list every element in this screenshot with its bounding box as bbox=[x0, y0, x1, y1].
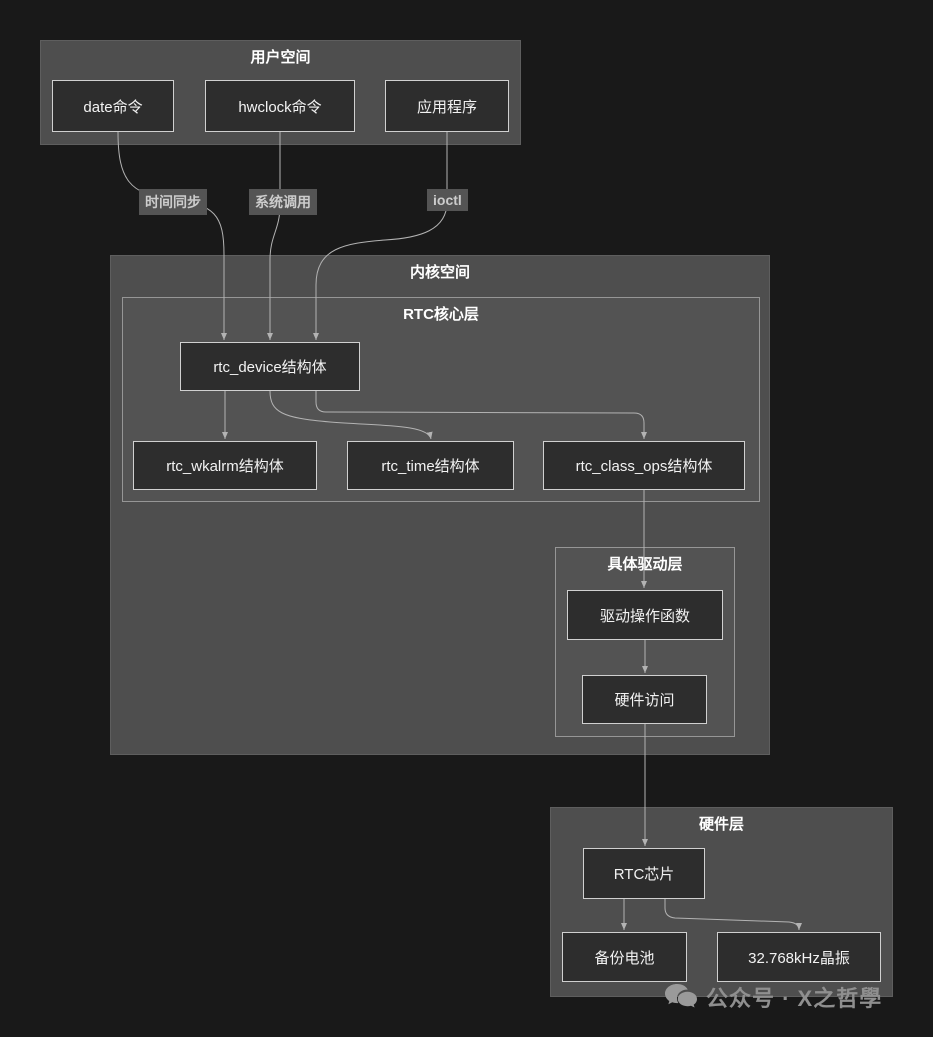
driver-layer-title: 具体驱动层 bbox=[607, 556, 683, 573]
watermark-text: 公众号 · X之哲學 bbox=[706, 986, 883, 1011]
edge-label-syscall: 系统调用 bbox=[249, 189, 317, 215]
chat-bubbles-icon bbox=[664, 982, 698, 1012]
edge-label-time-sync: 时间同步 bbox=[139, 189, 207, 215]
watermark: 公众号 · X之哲學 bbox=[664, 981, 882, 1013]
kernel-space-title: 内核空间 bbox=[409, 264, 470, 281]
node-rtc-chip: RTC芯片 bbox=[583, 848, 705, 899]
node-rtc-time-struct: rtc_time结构体 bbox=[347, 441, 514, 490]
user-space-title: 用户空间 bbox=[250, 49, 311, 66]
node-rtc-device-struct: rtc_device结构体 bbox=[180, 342, 360, 391]
node-hardware-access: 硬件访问 bbox=[582, 675, 707, 724]
hardware-layer-title: 硬件层 bbox=[698, 816, 744, 833]
node-hwclock-command: hwclock命令 bbox=[205, 80, 355, 132]
rtc-core-layer-title: RTC核心层 bbox=[403, 306, 479, 323]
node-rtc-wkalrm-struct: rtc_wkalrm结构体 bbox=[133, 441, 317, 490]
node-application: 应用程序 bbox=[385, 80, 509, 132]
node-rtc-class-ops-struct: rtc_class_ops结构体 bbox=[543, 441, 745, 490]
node-backup-battery: 备份电池 bbox=[562, 932, 687, 982]
node-driver-ops-functions: 驱动操作函数 bbox=[567, 590, 723, 640]
node-crystal-oscillator: 32.768kHz晶振 bbox=[717, 932, 881, 982]
node-date-command: date命令 bbox=[52, 80, 174, 132]
edge-label-ioctl: ioctl bbox=[427, 189, 468, 211]
